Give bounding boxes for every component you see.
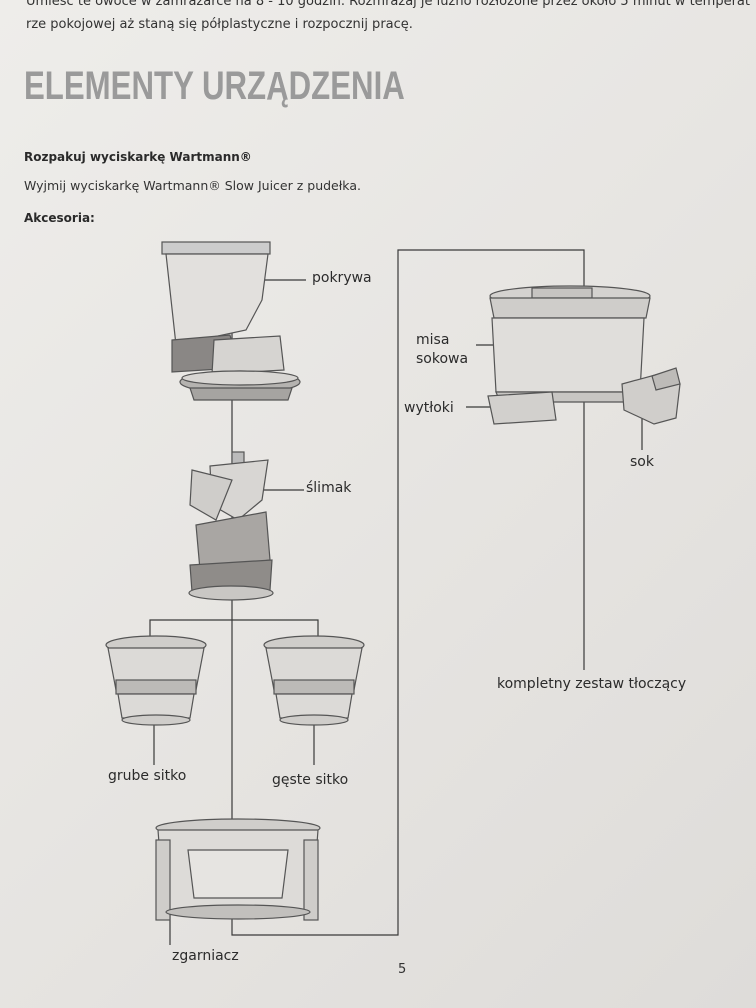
auger-drawing	[189, 452, 273, 600]
juice-label: sok	[630, 454, 654, 470]
complete-set-label: kompletny zestaw tłoczący	[497, 676, 686, 692]
scraper-drawing	[156, 819, 320, 920]
auger-label: ślimak	[306, 480, 351, 496]
fine-sieve-label: gęste sitko	[272, 772, 348, 788]
bowl-label: misa sokowa	[416, 331, 486, 369]
scraper-label: zgarniacz	[172, 948, 239, 964]
fine-sieve-drawing	[264, 636, 364, 725]
coarse-sieve-drawing	[106, 636, 206, 725]
page-number: 5	[398, 962, 406, 977]
coarse-sieve-label: grube sitko	[108, 768, 186, 784]
pulp-label: wytłoki	[404, 400, 454, 416]
lid-label: pokrywa	[312, 270, 372, 286]
lid-drawing	[162, 242, 300, 400]
sieve-bracket-line	[150, 620, 318, 637]
